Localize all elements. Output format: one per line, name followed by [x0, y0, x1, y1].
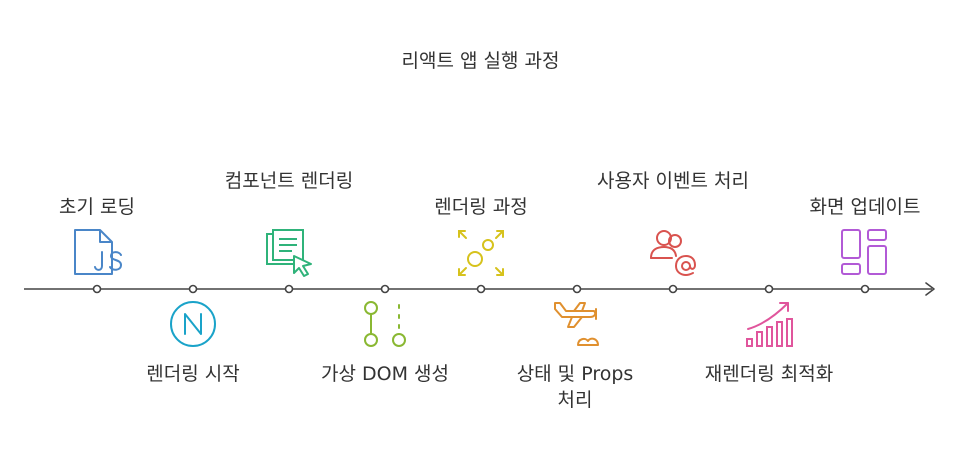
- react-n-icon: [170, 301, 216, 347]
- component-cursor-icon: [266, 229, 312, 277]
- diagram-title: 리액트 앱 실행 과정: [401, 50, 560, 72]
- timeline-marker: [188, 284, 198, 294]
- step-label-state-props: 상태 및 Props 처리: [516, 363, 634, 411]
- step-label-component-render: 컴포넌트 렌더링: [224, 170, 354, 192]
- node-graph-icon: [364, 301, 406, 347]
- timeline-marker: [92, 284, 102, 294]
- timeline-marker: [764, 284, 774, 294]
- timeline-marker: [668, 284, 678, 294]
- growth-chart-icon: [746, 302, 793, 347]
- layout-grid-icon: [841, 229, 887, 275]
- step-label-user-event: 사용자 이벤트 처리: [597, 170, 749, 192]
- step-label-initial-loading: 초기 로딩: [59, 196, 135, 218]
- users-at-icon: [650, 230, 697, 277]
- js-file-icon: [74, 229, 122, 275]
- step-label-virtual-dom: 가상 DOM 생성: [321, 363, 449, 385]
- step-label-rerender-opt: 재렌더링 최적화: [704, 363, 834, 385]
- step-label-render-process: 렌더링 과정: [434, 196, 528, 218]
- timeline-marker: [572, 284, 582, 294]
- airplane-icon: [554, 302, 599, 346]
- timeline-marker: [476, 284, 486, 294]
- step-label-render-start: 렌더링 시작: [146, 363, 240, 385]
- expand-circles-icon: [458, 230, 504, 276]
- timeline-marker: [860, 284, 870, 294]
- step-label-screen-update: 화면 업데이트: [809, 196, 921, 218]
- timeline-marker: [284, 284, 294, 294]
- timeline-marker: [380, 284, 390, 294]
